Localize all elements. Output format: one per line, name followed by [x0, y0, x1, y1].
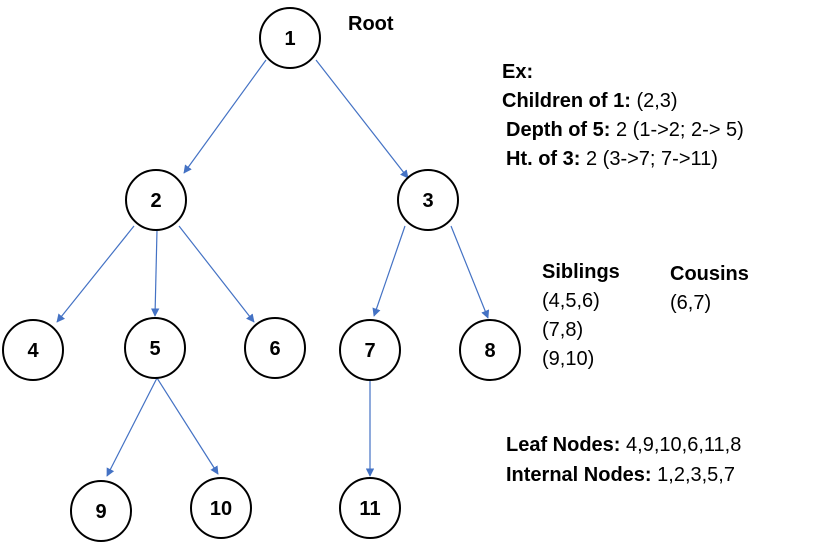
node-circle [190, 477, 252, 539]
depth-value: 2 (1->2; 2-> 5) [616, 119, 744, 141]
edge-5-to-10 [156, 377, 219, 475]
edge-3-to-8 [450, 225, 490, 319]
tree-node-9: 9 [70, 480, 132, 542]
tree-node-1: 1 [259, 7, 321, 69]
cousins-panel: Cousins (6,7) [670, 262, 749, 320]
node-circle [2, 319, 64, 381]
edge-2-to-5 [150, 229, 160, 317]
node-circle [124, 317, 186, 379]
cousins-heading: Cousins [670, 263, 749, 285]
children-example: Children of 1: (2,3) [502, 89, 744, 118]
node-label: 6 [269, 338, 280, 360]
siblings-panel: Siblings (4,5,6) (7,8) (9,10) [542, 260, 620, 376]
node-circle [339, 319, 401, 381]
height-example: Ht. of 3: 2 (3->7; 7->11) [502, 147, 744, 176]
edges-layer [56, 59, 490, 477]
edge-1-to-3 [315, 59, 409, 179]
height-value: 2 (3->7; 7->11) [586, 148, 718, 170]
children-value: (2,3) [636, 90, 678, 112]
node-label: 1 [284, 28, 295, 50]
siblings-group: (9,10) [542, 348, 595, 370]
node-label: 4 [27, 340, 39, 362]
edge-3-to-7 [372, 225, 406, 317]
edge-2-to-4 [56, 225, 135, 323]
internal-nodes-value: 1,2,3,5,7 [657, 464, 735, 486]
edge-2-to-6 [178, 225, 255, 323]
node-circle [339, 477, 401, 539]
internal-nodes-row: Internal Nodes: 1,2,3,5,7 [506, 463, 741, 493]
internal-nodes-label: Internal Nodes: [506, 464, 652, 486]
tree-node-7: 7 [339, 319, 401, 381]
depth-example: Depth of 5: 2 (1->2; 2-> 5) [502, 118, 744, 147]
tree-node-11: 11 [339, 477, 401, 539]
leaf-nodes-row: Leaf Nodes: 4,9,10,6,11,8 [506, 433, 741, 463]
node-circle [397, 169, 459, 231]
tree-node-2: 2 [125, 169, 187, 231]
leaf-nodes-value: 4,9,10,6,11,8 [626, 434, 742, 456]
edge-1-to-2 [183, 59, 267, 174]
tree-node-4: 4 [2, 319, 64, 381]
node-label: 8 [484, 340, 495, 362]
node-label: 7 [364, 340, 375, 362]
node-label: 2 [150, 190, 161, 212]
node-label: 11 [359, 498, 380, 520]
leaf-nodes-label: Leaf Nodes: [506, 434, 621, 456]
tree-node-5: 5 [124, 317, 186, 379]
tree-node-8: 8 [459, 319, 521, 381]
depth-label: Depth of 5: [506, 119, 611, 141]
root-label: Root [348, 13, 394, 35]
tree-node-3: 3 [397, 169, 459, 231]
children-label: Children of 1: [502, 90, 631, 112]
tree-node-6: 6 [244, 317, 306, 379]
nodes-layer: 1 2 3 4 5 6 7 8 9 10 11 [2, 7, 521, 542]
example-panel: Ex: Children of 1: (2,3) Depth of 5: 2 (… [502, 60, 744, 176]
tree-node-10: 10 [190, 477, 252, 539]
edge-5-to-9 [106, 377, 158, 477]
node-circle [70, 480, 132, 542]
node-circle [459, 319, 521, 381]
node-circle [244, 317, 306, 379]
node-circle [125, 169, 187, 231]
siblings-heading: Siblings [542, 261, 620, 283]
node-label: 3 [422, 190, 433, 212]
node-label: 5 [149, 338, 160, 360]
example-heading: Ex: [502, 61, 534, 83]
node-label: 9 [95, 501, 106, 523]
height-label: Ht. of 3: [506, 148, 581, 170]
cousins-group: (6,7) [670, 292, 712, 314]
siblings-group: (7,8) [542, 319, 584, 341]
node-label: 10 [210, 498, 232, 520]
node-types-panel: Leaf Nodes: 4,9,10,6,11,8 Internal Nodes… [506, 433, 741, 493]
siblings-group: (4,5,6) [542, 290, 600, 312]
node-circle [259, 7, 321, 69]
